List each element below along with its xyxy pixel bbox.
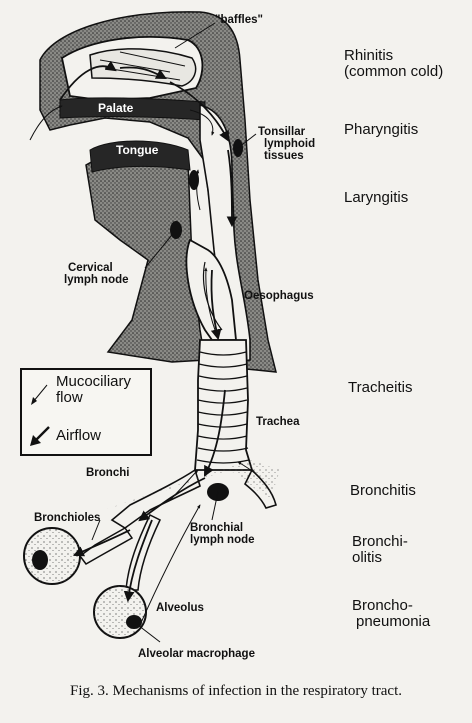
illness-laryngitis-line-1: Laryngitis [344,189,409,206]
label-bronchial-line-1: Bronchial [190,522,244,534]
legend-mucociliary-line-1: Mucociliary [56,373,132,390]
label-bronchial-lymph-node: Bronchial lymph node [190,522,255,546]
illness-bronchitis-line-1: Bronchitis [350,482,416,499]
illness-bronchiolitis-line-1: Bronchi- [352,533,408,550]
illness-laryngitis: Laryngitis [344,190,408,206]
tongue [89,140,191,173]
bronchiole-branch [78,527,134,565]
legend-airflow: Airflow [56,427,102,444]
illness-rhinitis-line-1: Rhinitis [344,47,394,64]
label-bronchial-line-2: lymph node [190,534,255,547]
illness-rhinitis-line-2: (common cold) [344,62,444,80]
illness-pharyngitis: Pharyngitis [344,122,418,138]
legend-box: Mucociliary flow Airflow [20,368,152,456]
label-palate: Palate [98,101,134,115]
label-trachea: Trachea [256,416,300,428]
illness-bronchopneumonia-line-2: pneumonia [356,612,431,630]
label-oesophagus: Oesophagus [244,290,314,302]
label-bronchioles: Bronchioles [34,512,101,524]
illness-bronchitis: Bronchitis [350,483,416,499]
illness-bronchiolitis: Bronchi- olitis [352,534,408,566]
legend-mucociliary-line-2: flow [56,388,83,406]
illness-bronchopneumonia-line-1: Broncho- [352,597,413,614]
figure-caption: Fig. 3. Mechanisms of infection in the r… [70,683,402,699]
label-bronchi: Bronchi [86,467,130,479]
legend-mucociliary: Mucociliary flow [56,374,131,406]
illness-bronchopneumonia: Broncho- pneumonia [352,598,430,630]
label-tonsillar-line-3: tissues [264,150,304,163]
label-cervical-line-1: Cervical [68,262,113,274]
bronchi [110,468,201,529]
label-tonsillar-line-2: lymphoid [264,138,316,151]
illness-rhinitis: Rhinitis (common cold) [344,48,443,80]
illness-pharyngitis-line-1: Pharyngitis [344,121,419,138]
label-baffles: "baffles" [215,14,263,26]
airflow-arrow-icon [30,426,50,446]
label-tongue: Tongue [116,143,159,157]
illness-tracheitis-line-1: Tracheitis [348,379,413,396]
label-alveolar-macrophage: Alveolar macrophage [138,648,255,660]
label-cervical-lymph-node: Cervical lymph node [64,262,129,286]
mucociliary-flow-arrow-icon [31,384,48,405]
label-cervical-line-2: lymph node [64,274,129,287]
label-tonsillar-line-1: Tonsillar [258,126,306,138]
illness-bronchiolitis-line-2: olitis [352,548,383,566]
label-alveolus: Alveolus [156,602,204,614]
illness-tracheitis: Tracheitis [348,380,412,396]
label-tonsillar-tissues: Tonsillar lymphoid tissues [258,126,315,162]
